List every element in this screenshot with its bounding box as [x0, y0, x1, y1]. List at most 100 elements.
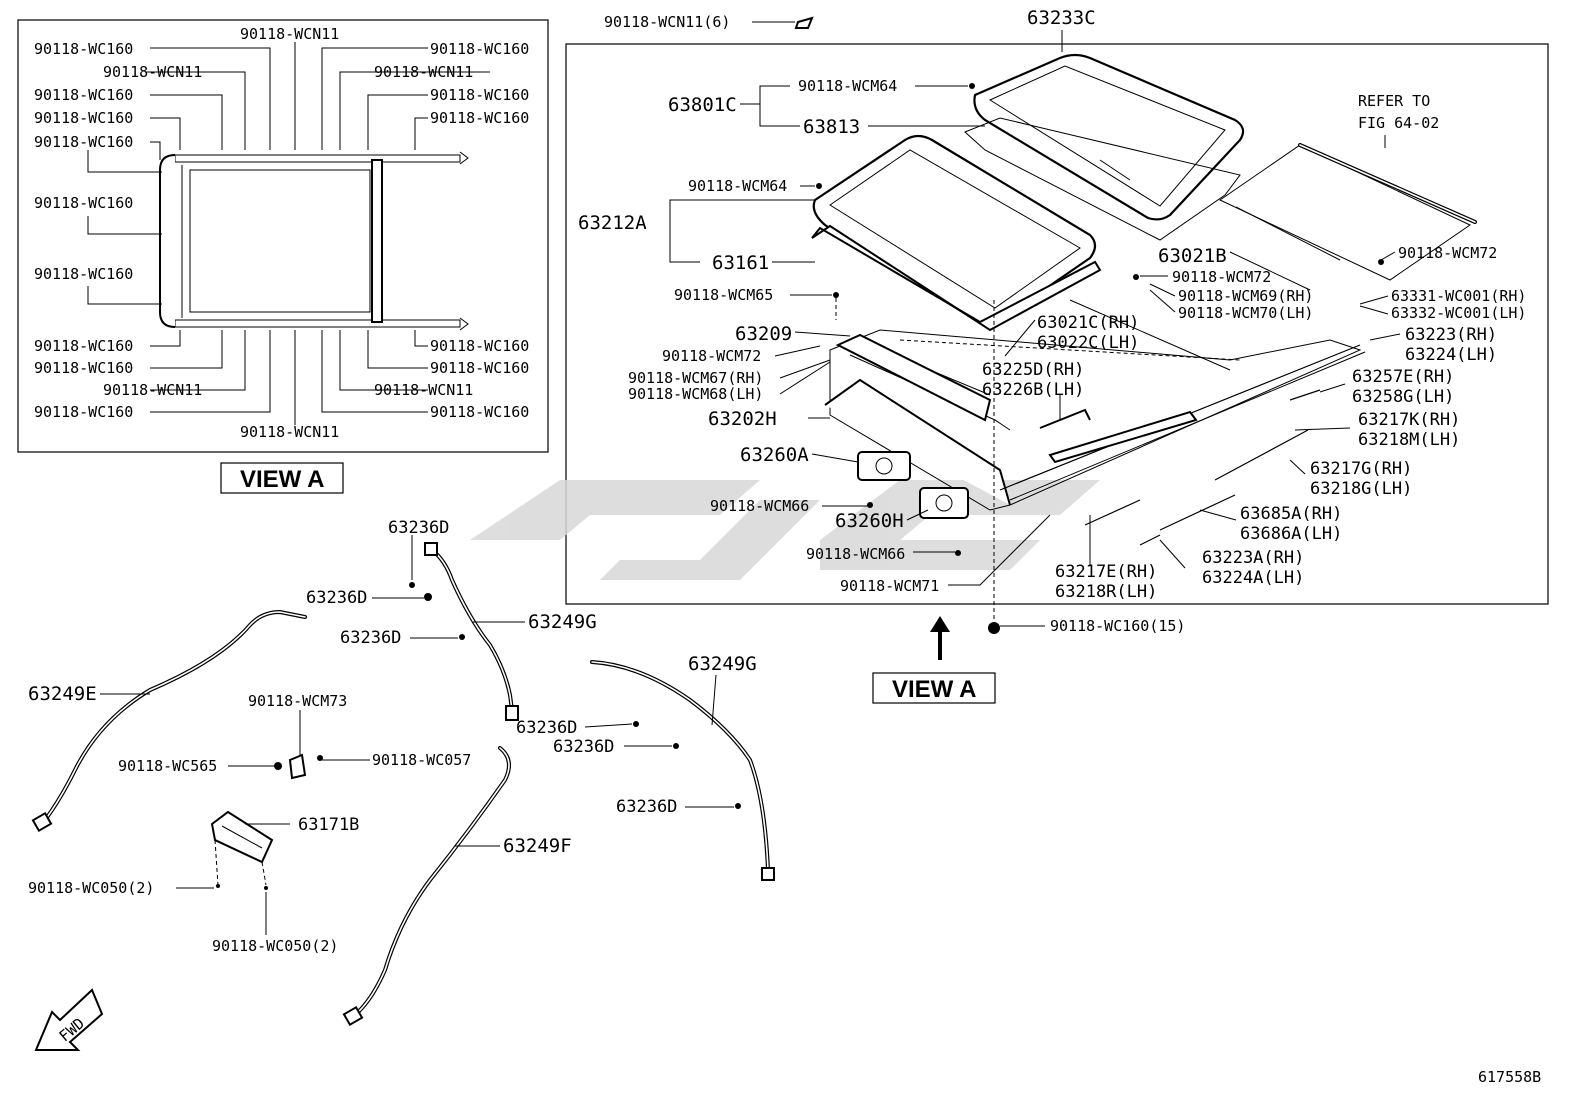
- label-63021b: 63021B: [1158, 245, 1227, 267]
- label-63217g: 63217G(RH): [1310, 459, 1412, 479]
- label-63021c: 63021C(RH): [1037, 313, 1139, 333]
- label-90118-wcm73: 90118-WCM73: [248, 692, 347, 710]
- lower-leader-lines: [100, 535, 734, 935]
- view-a-arrow: [930, 616, 950, 660]
- cable-63217g: [1214, 429, 1309, 481]
- label-90118-wcm70: 90118-WCM70(LH): [1178, 304, 1313, 322]
- label-90118-wcm66: 90118-WCM66: [710, 497, 809, 515]
- label-90118-wc160: 90118-WC160: [34, 86, 133, 104]
- main-assembly-box: [565, 43, 1549, 605]
- label-63217k: 63217K(RH): [1358, 410, 1460, 430]
- label-90118-wcm69: 90118-WCM69(RH): [1178, 287, 1313, 305]
- label-90118-wc057: 90118-WC057: [372, 751, 471, 769]
- label-63236d: 63236D: [388, 518, 449, 538]
- label-90118-wcm64: 90118-WCM64: [688, 177, 787, 195]
- drive-motor: [857, 451, 969, 519]
- view-a-reference-box: [872, 672, 996, 704]
- label-63224a: 63224A(LH): [1202, 568, 1304, 588]
- hose-clip: [288, 753, 307, 780]
- view-a-inset: 90118-WC160 90118-WCN11 90118-WC160 9011…: [17, 19, 549, 453]
- label-63236d: 63236D: [516, 718, 577, 738]
- label-63813: 63813: [803, 116, 860, 138]
- label-63171b: 63171B: [298, 815, 359, 835]
- label-63225d: 63225D(RH): [982, 360, 1084, 380]
- label-63226b: 63226B(LH): [982, 380, 1084, 400]
- label-90118-wc160: 90118-WC160: [34, 337, 133, 355]
- label-63801c: 63801C: [668, 94, 737, 116]
- label-90118-wc160: 90118-WC160: [34, 359, 133, 377]
- label-63223a: 63223A(RH): [1202, 548, 1304, 568]
- label-90118-wc565: 90118-WC565: [118, 757, 217, 775]
- view-a-title-box: [220, 462, 344, 494]
- lower-fastener-dots: [216, 582, 741, 890]
- label-63022c: 63022C(LH): [1037, 333, 1139, 353]
- outer-glass-panel: [973, 53, 1245, 221]
- label-90118-wc160: 90118-WC160: [430, 109, 529, 127]
- label-63209: 63209: [735, 323, 792, 345]
- label-90118-wcm66: 90118-WCM66: [806, 545, 905, 563]
- label-63224: 63224(LH): [1405, 345, 1497, 365]
- label-90118-wc160: 90118-WC160: [34, 109, 133, 127]
- label-63218m: 63218M(LH): [1358, 430, 1460, 450]
- watermark-logo: [470, 480, 1100, 580]
- view-a-title: VIEW A: [240, 466, 324, 493]
- label-90118-wc160: 90118-WC160: [34, 133, 133, 151]
- label-63249g: 63249G: [528, 611, 597, 633]
- label-90118-wcm72: 90118-WCM72: [1172, 268, 1271, 286]
- label-90118-wc160: 90118-WC160: [430, 86, 529, 104]
- label-63236d: 63236D: [616, 797, 677, 817]
- label-90118-wcn11: 90118-WCN11: [103, 63, 202, 81]
- label-90118-wcn11: 90118-WCN11: [103, 381, 202, 399]
- label-63332-wc001: 63332-WC001(LH): [1391, 304, 1526, 322]
- fwd-arrow-icon: FWD: [34, 988, 104, 1051]
- label-63258g: 63258G(LH): [1352, 387, 1454, 407]
- label-63249e: 63249E: [28, 683, 97, 705]
- label-90118-wc160: 90118-WC160: [34, 265, 133, 283]
- label-90118-wc160: 90118-WC160: [430, 403, 529, 421]
- weatherstrip-63161: [811, 224, 1102, 332]
- drawing-number: 617558B: [1478, 1068, 1541, 1086]
- label-90118-wc050-2: 90118-WC050(2): [28, 879, 154, 897]
- label-63257e: 63257E(RH): [1352, 367, 1454, 387]
- label-63249g: 63249G: [688, 653, 757, 675]
- slider-63225d: [1039, 408, 1091, 429]
- sunroof-housing: [824, 299, 1366, 511]
- label-90118-wcm68: 90118-WCM68(LH): [628, 385, 763, 403]
- bracket-63171b: [210, 810, 274, 886]
- label-90118-wcm72: 90118-WCM72: [1398, 244, 1497, 262]
- label-63236d: 63236D: [306, 588, 367, 608]
- label-90118-wc160: 90118-WC160: [430, 337, 529, 355]
- label-63331-wc001: 63331-WC001(RH): [1391, 287, 1526, 305]
- label-90118-wcm67: 90118-WCM67(RH): [628, 369, 763, 387]
- label-63217e: 63217E(RH): [1055, 562, 1157, 582]
- label-63236d: 63236D: [553, 737, 614, 757]
- label-90118-wcn11: 90118-WCN11: [374, 381, 473, 399]
- label-90118-wc160: 90118-WC160: [430, 40, 529, 58]
- sunshade-assembly: [1218, 143, 1477, 281]
- label-90118-wc160: 90118-WC160: [34, 194, 133, 212]
- label-90118-wcm72: 90118-WCM72: [662, 347, 761, 365]
- view-a-reference: VIEW A: [892, 676, 976, 703]
- label-63260a: 63260A: [740, 444, 809, 466]
- wind-deflector: [835, 333, 992, 422]
- label-63260h: 63260H: [835, 510, 904, 532]
- label-90118-wcn11: 90118-WCN11: [240, 25, 339, 43]
- label-63233c: 63233C: [1027, 7, 1096, 29]
- label-fig-64-02: FIG 64-02: [1358, 114, 1439, 132]
- main-leader-lines: [669, 21, 1401, 627]
- link-63257e: [1289, 389, 1321, 401]
- label-63236d: 63236D: [340, 628, 401, 648]
- label-63218g: 63218G(LH): [1310, 479, 1412, 499]
- label-90118-wc050-2: 90118-WC050(2): [212, 937, 338, 955]
- fastener-dots: [794, 16, 1384, 634]
- label-90118-wc160-15: 90118-WC160(15): [1050, 617, 1185, 635]
- label-63685a: 63685A(RH): [1240, 504, 1342, 524]
- label-63218r: 63218R(LH): [1055, 582, 1157, 602]
- label-63223: 63223(RH): [1405, 325, 1497, 345]
- bracket-63217e: [1084, 499, 1141, 526]
- drain-hoses: [31, 542, 775, 1027]
- label-90118-wcm71: 90118-WCM71: [840, 577, 939, 595]
- label-63161: 63161: [712, 252, 769, 274]
- label-63249f: 63249F: [503, 835, 572, 857]
